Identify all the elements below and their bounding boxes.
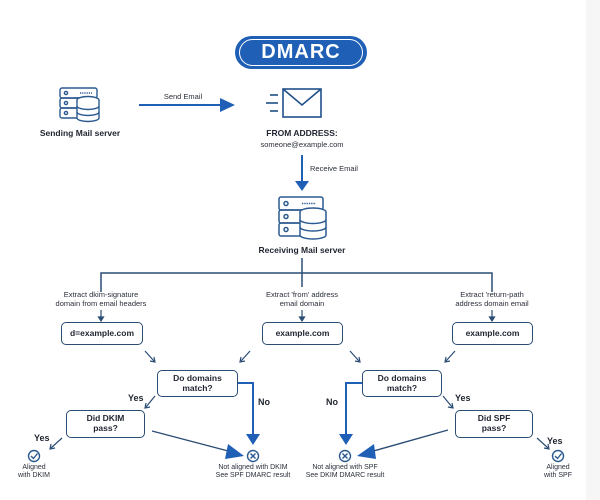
- right-edge-strip: [586, 0, 600, 500]
- receive-email-arrow: [295, 155, 309, 191]
- did-spf-pass-decision: Did SPF pass?: [455, 410, 533, 438]
- send-email-arrow: [139, 98, 235, 112]
- sender-label: Sending Mail server: [39, 128, 121, 138]
- aligned-spf-outcome: Aligned with SPF: [528, 464, 588, 481]
- dmarc-title-badge: DMARC: [235, 36, 367, 69]
- decision-input-arrows: [49, 350, 550, 450]
- fail-arrows: [151, 429, 449, 459]
- left-yes-label: Yes: [128, 393, 144, 403]
- did-dkim-pass-decision: Did DKIM pass?: [66, 410, 145, 438]
- spf-yes-label: Yes: [547, 436, 563, 446]
- envelope-icon: [266, 88, 322, 118]
- branch-connector: [100, 258, 493, 292]
- return-path-domain-box: example.com: [452, 322, 533, 345]
- from-domain-box: example.com: [262, 322, 343, 345]
- extract-dkim-label: Extract dkim-signature domain from email…: [41, 290, 161, 308]
- right-no-label: No: [326, 397, 338, 407]
- right-decision-line1: Do domains: [377, 372, 427, 383]
- aligned-spf-line1: Aligned: [546, 464, 570, 471]
- spf-check-line2: pass?: [481, 423, 507, 433]
- aligned-dkim-outcome: Aligned with DKIM: [4, 464, 64, 481]
- extract-from-line1: Extract 'from' address: [265, 290, 339, 299]
- not-aligned-spf-line1: Not aligned with SPF: [312, 464, 378, 471]
- aligned-spf-line2: with SPF: [543, 472, 572, 480]
- aligned-dkim-line2: with DKIM: [18, 472, 50, 480]
- aligned-dkim-line1: Aligned: [22, 464, 46, 471]
- not-aligned-dkim-x-icon: [246, 449, 260, 463]
- extract-return-path-line2: address domain email: [455, 299, 529, 308]
- extract-arrows: [97, 310, 496, 323]
- spf-check-line1: Did SPF: [477, 413, 511, 424]
- left-no-label: No: [258, 397, 270, 407]
- extract-from-line2: email domain: [279, 299, 325, 308]
- not-aligned-spf-outcome: Not aligned with SPF See DKIM DMARC resu…: [295, 464, 395, 481]
- extract-dkim-line2: domain from email headers: [55, 299, 147, 308]
- aligned-spf-check-icon: [551, 449, 565, 463]
- dkim-check-line1: Did DKIM: [86, 413, 125, 424]
- from-address-value: someone@example.com: [260, 140, 344, 149]
- extract-dkim-line1: Extract dkim-signature: [63, 290, 139, 299]
- extract-return-path-label: Extract 'return-path address domain emai…: [432, 290, 552, 308]
- not-aligned-dkim-outcome: Not aligned with DKIM See SPF DMARC resu…: [203, 464, 303, 481]
- sending-server-icon: [59, 87, 100, 123]
- not-aligned-spf-line2: See DKIM DMARC result: [305, 472, 385, 480]
- extract-return-path-line1: Extract 'return-path: [460, 290, 524, 299]
- dkim-yes-label: Yes: [34, 433, 50, 443]
- right-yes-label: Yes: [455, 393, 471, 403]
- not-aligned-spf-x-icon: [338, 449, 352, 463]
- no-arrows: [238, 382, 362, 445]
- page-title: DMARC: [261, 41, 341, 63]
- dkim-check-line2: pass?: [93, 423, 118, 433]
- from-address-heading: FROM ADDRESS:: [266, 128, 338, 138]
- not-aligned-dkim-line2: See SPF DMARC result: [215, 472, 291, 480]
- dkim-domain-box: d=example.com: [61, 322, 143, 345]
- right-domains-match-decision: Do domains match?: [362, 370, 442, 397]
- receive-email-label: Receive Email: [310, 164, 358, 173]
- extract-from-label: Extract 'from' address email domain: [242, 290, 362, 308]
- left-decision-line2: match?: [182, 382, 213, 393]
- send-email-label: Send Email: [163, 92, 203, 101]
- receiver-label: Receiving Mail server: [258, 245, 346, 255]
- left-domains-match-decision: Do domains match?: [157, 370, 238, 397]
- aligned-dkim-check-icon: [27, 449, 41, 463]
- right-decision-line2: match?: [386, 382, 418, 393]
- not-aligned-dkim-line1: Not aligned with DKIM: [218, 464, 288, 471]
- left-decision-line1: Do domains: [173, 372, 222, 383]
- receiving-server-icon: [278, 196, 327, 240]
